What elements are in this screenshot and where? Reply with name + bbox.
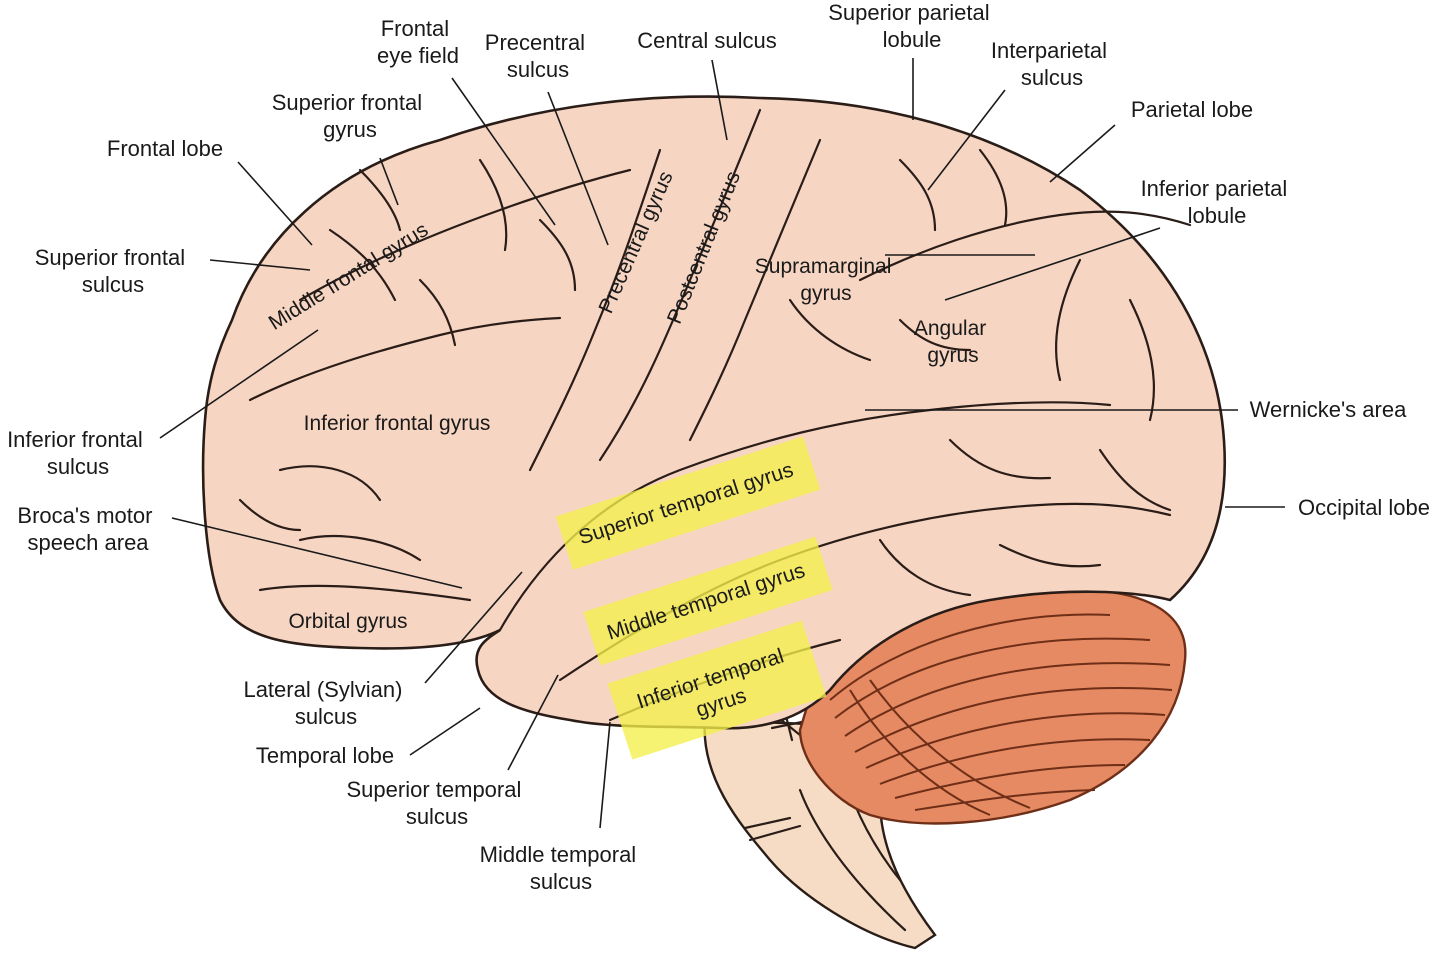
label-lateral-sulcus: Lateral (Sylvian) sulcus <box>243 677 408 729</box>
label-inferior-frontal-gyrus: Inferior frontal gyrus <box>304 412 491 435</box>
label-superior-temporal-sulcus: Superior temporal sulcus <box>347 777 528 829</box>
label-interparietal-sulcus: Interparietal sulcus <box>991 38 1113 90</box>
label-occipital-lobe: Occipital lobe <box>1298 495 1430 520</box>
label-central-sulcus: Central sulcus <box>637 28 776 53</box>
label-superior-frontal-sulcus: Superior frontal sulcus <box>35 245 192 297</box>
label-middle-temporal-sulcus: Middle temporal sulcus <box>480 842 643 894</box>
label-superior-frontal-gyrus: Superior frontal gyrus <box>272 90 429 142</box>
label-precentral-sulcus: Precentral sulcus <box>485 30 591 82</box>
label-frontal-lobe: Frontal lobe <box>107 136 223 161</box>
label-wernickes-area: Wernicke's area <box>1250 397 1407 422</box>
label-orbital-gyrus: Orbital gyrus <box>288 610 407 633</box>
label-parietal-lobe: Parietal lobe <box>1131 97 1253 122</box>
label-inferior-parietal-lobule: Inferior parietal lobule <box>1141 176 1294 228</box>
label-superior-parietal-lobule: Superior parietal lobule <box>828 0 996 52</box>
label-brocas-area: Broca's motor speech area <box>17 503 158 555</box>
label-inferior-frontal-sulcus: Inferior frontal sulcus <box>7 427 149 479</box>
label-frontal-eye-field: Frontal eye field <box>377 16 459 68</box>
label-temporal-lobe: Temporal lobe <box>256 743 394 768</box>
